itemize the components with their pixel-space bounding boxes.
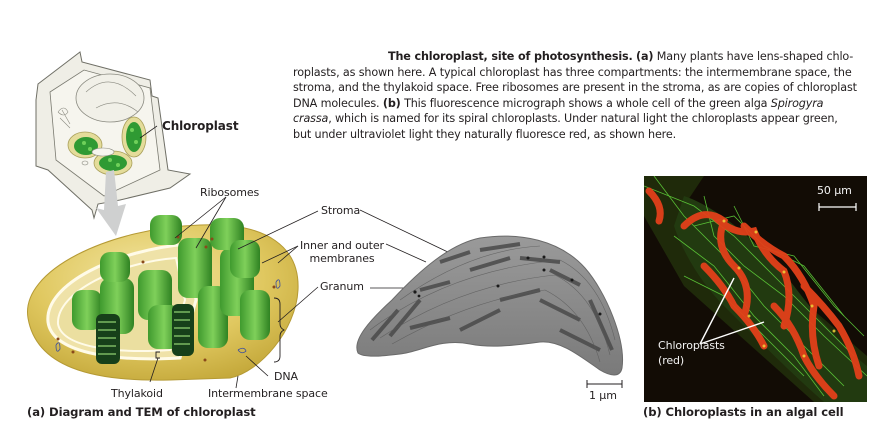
tem-scale-bar [586,380,623,388]
caption-text: This fluorescence micrograph shows a who… [404,96,768,110]
chloroplast-pointer-line [139,125,158,139]
caption-part-b-marker: (b) [382,96,401,110]
caption-text: DNA molecules. [293,96,380,110]
caption-text: Many plants have lens-shaped chlo- [656,50,854,63]
chloroplast-label: Chloroplast [162,119,239,133]
micrograph-scale-label: 50 µm [817,184,852,197]
plant-cell-drawing [35,51,192,236]
caption-text: but under ultraviolet light they natural… [293,127,677,141]
species-name: Spirogyra [770,96,824,110]
granum-bracket [273,297,286,363]
caption-text: stroma, and the thylakoid space. Free ri… [293,81,857,94]
panel-a-title: (a) Diagram and TEM of chloroplast [27,405,256,419]
caption-title: The chloroplast, site of photosynthesis. [388,50,633,63]
intermembrane-space-label: Intermembrane space [208,387,328,400]
chloroplasts-red-label: Chloroplasts (red) [658,339,725,367]
tem-scale-label: 1 µm [589,389,617,402]
chloroplasts-pointer-lines [699,277,765,345]
dna-loop-icon [55,342,61,352]
micrograph-scale-bar [818,203,857,211]
algal-cell-image [644,176,867,402]
caption-text: roplasts, as shown here. A typical chlor… [293,65,852,79]
fluorescence-micrograph: 50 µm Chloroplasts (red) [644,176,867,402]
dna-loop-icon [237,347,247,354]
panel-b-title: (b) Chloroplasts in an algal cell [643,405,844,419]
ribosomes-label: Ribosomes [200,186,260,199]
caption-part-a-marker: (a) [636,50,654,63]
tem-chloroplast-image [356,235,624,376]
granum-stacks [72,215,270,364]
dna-loop-icon [275,279,281,289]
inner-outer-membranes-label: Inner and outer membranes [300,239,384,265]
figure-caption: The chloroplast, site of photosynthesis.… [293,49,873,142]
dna-label: DNA [274,370,298,383]
thylakoid-label: Thylakoid [111,387,163,400]
chloroplast-diagram [27,215,299,381]
granum-label: Granum [320,280,364,293]
caption-text: , which is named for its spiral chloropl… [328,112,838,125]
zoom-arrow-icon [96,170,126,236]
stroma-label: Stroma [321,204,361,217]
species-name: crassa [293,112,329,125]
